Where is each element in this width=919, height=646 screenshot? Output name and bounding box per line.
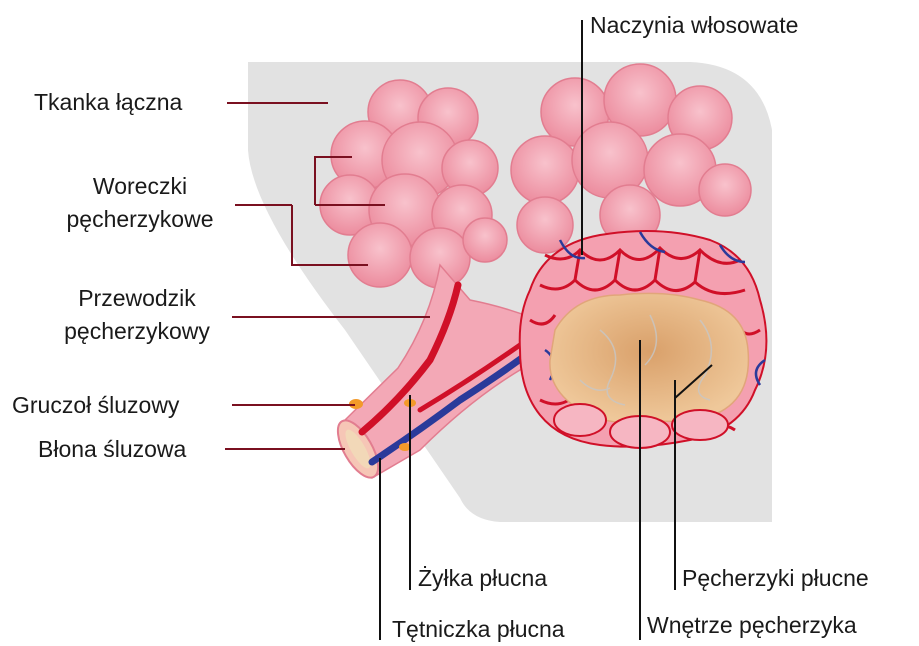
label-alveolar-sacs: Woreczki pęcherzykowe [45,173,235,233]
label-capillaries: Naczynia włosowate [590,12,798,39]
label-alveolar-duct-line2: pęcherzykowy [42,318,232,345]
label-connective-tissue: Tkanka łączna [34,89,182,116]
label-pulmonary-alveoli: Pęcherzyki płucne [682,565,869,592]
label-alveolar-sacs-line2: pęcherzykowe [45,206,235,233]
label-alveolar-duct: Przewodzik pęcherzykowy [42,285,232,345]
label-alveolar-sacs-line1: Woreczki [45,173,235,200]
label-mucous-membrane: Błona śluzowa [38,436,186,463]
label-pulmonary-arteriole: Tętniczka płucna [392,616,565,643]
label-mucous-gland: Gruczoł śluzowy [12,392,179,419]
label-alveolar-duct-line1: Przewodzik [42,285,232,312]
pulmonary-alveoli [520,231,767,448]
label-alveolus-interior: Wnętrze pęcherzyka [647,612,857,639]
label-pulmonary-venule: Żyłka płucna [418,565,547,592]
